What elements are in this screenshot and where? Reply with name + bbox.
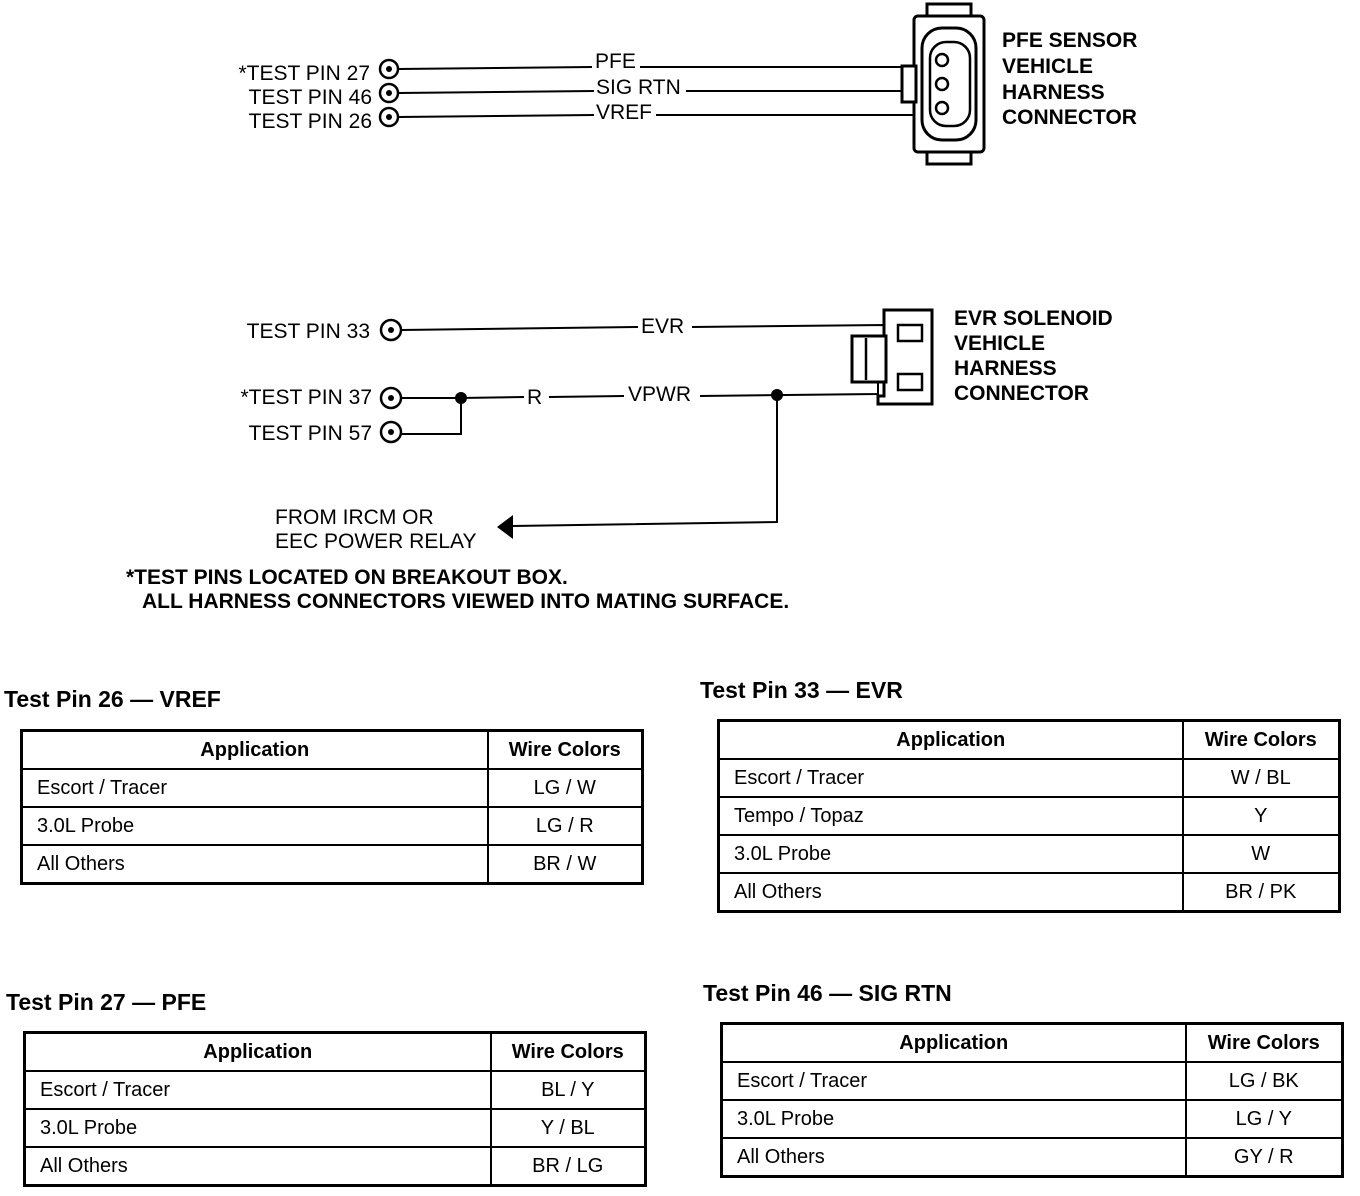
footnote-line-1: *TEST PINS LOCATED ON BREAKOUT BOX. (126, 566, 568, 589)
column-header-wire-colors: Wire Colors (489, 1031, 647, 1072)
wiring-diagram: *TEST PIN 27 TEST PIN 46 TEST PIN 26 PFE… (126, 2, 1137, 613)
table-row: Tempo / Topaz Y (717, 796, 1341, 836)
pfe-connector-label-4: CONNECTOR (1002, 106, 1137, 129)
table-header-row: Application Wire Colors (20, 729, 644, 770)
vpwr-wire-label: VPWR (628, 383, 691, 406)
table-header-row: Application Wire Colors (720, 1022, 1344, 1063)
vref-wire (397, 114, 922, 118)
application-cell: All Others (720, 1137, 1187, 1178)
wire-color-cell: Y / BL (489, 1108, 647, 1148)
table-row: 3.0L Probe W (717, 834, 1341, 874)
test-pin-33-label: TEST PIN 33 (247, 320, 370, 343)
sig-rtn-wire-label: SIG RTN (596, 76, 681, 99)
test-pin-37-terminal (379, 386, 403, 410)
table-row: 3.0L Probe LG / Y (720, 1099, 1344, 1139)
evr-connector-label-3: HARNESS (954, 357, 1057, 380)
application-cell: Escort / Tracer (23, 1070, 492, 1110)
test-pin-33-terminal (379, 318, 403, 342)
test-pin-26-label: TEST PIN 26 (249, 110, 372, 133)
application-cell: Escort / Tracer (720, 1061, 1187, 1101)
wire-color-cell: BR / PK (1181, 872, 1341, 913)
application-cell: All Others (23, 1146, 492, 1187)
wire-color-cell: W (1181, 834, 1341, 874)
table-row: All Others BR / LG (23, 1146, 647, 1187)
evr-connector-label-1: EVR SOLENOID (954, 307, 1113, 330)
table-row: Escort / Tracer LG / W (20, 768, 644, 808)
test-pin-37-label: *TEST PIN 37 (241, 386, 373, 409)
table-row: 3.0L Probe LG / R (20, 806, 644, 846)
table-title-pin-33: Test Pin 33 — EVR (700, 677, 903, 703)
table-row: 3.0L Probe Y / BL (23, 1108, 647, 1148)
application-cell: 3.0L Probe (717, 834, 1184, 874)
pfe-wire (397, 66, 922, 70)
table-title-pin-46: Test Pin 46 — SIG RTN (703, 980, 952, 1006)
pfe-connector-label-1: PFE SENSOR (1002, 29, 1137, 52)
application-cell: Escort / Tracer (717, 758, 1184, 798)
table-row: Escort / Tracer W / BL (717, 758, 1341, 798)
column-header-wire-colors: Wire Colors (1184, 1022, 1344, 1063)
test-pin-26-terminal (378, 106, 400, 128)
column-header-application: Application (23, 1031, 492, 1072)
wire-color-cell: LG / BK (1184, 1061, 1344, 1101)
column-header-application: Application (20, 729, 489, 770)
table-title-pin-27: Test Pin 27 — PFE (6, 989, 207, 1015)
application-cell: Tempo / Topaz (717, 796, 1184, 836)
power-source-label-1: FROM IRCM OR (275, 506, 434, 529)
table-row: All Others BR / W (20, 844, 644, 885)
pfe-connector-label-3: HARNESS (1002, 81, 1105, 104)
pfe-sensor-connector (900, 2, 986, 166)
vref-wire-label: VREF (596, 101, 652, 124)
application-cell: All Others (20, 844, 489, 885)
wire-color-table-pin-33: Application Wire Colors Escort / Tracer … (717, 719, 1341, 913)
table-row: Escort / Tracer BL / Y (23, 1070, 647, 1110)
wire-color-cell: BR / W (486, 844, 644, 885)
wire-color-table-pin-27: Application Wire Colors Escort / Tracer … (23, 1031, 647, 1187)
test-pin-46-label: TEST PIN 46 (249, 86, 372, 109)
evr-solenoid-connector (850, 308, 934, 406)
wire-color-cell: BL / Y (489, 1070, 647, 1110)
column-header-application: Application (720, 1022, 1187, 1063)
table-row: All Others BR / PK (717, 872, 1341, 913)
evr-wire-label: EVR (641, 315, 684, 338)
wire-color-cell: LG / R (486, 806, 644, 846)
power-source-label-2: EEC POWER RELAY (275, 530, 477, 553)
table-row: Escort / Tracer LG / BK (720, 1061, 1344, 1101)
test-pin-46-terminal (378, 82, 400, 104)
wire-color-cell: Y (1181, 796, 1341, 836)
pfe-connector-label-2: VEHICLE (1002, 55, 1093, 78)
wire-color-cell: BR / LG (489, 1146, 647, 1187)
pfe-wire-label: PFE (595, 50, 636, 73)
table-row: All Others GY / R (720, 1137, 1344, 1178)
footnote-line-2: ALL HARNESS CONNECTORS VIEWED INTO MATIN… (142, 590, 789, 613)
column-header-wire-colors: Wire Colors (1181, 719, 1341, 760)
wire-color-cell: LG / W (486, 768, 644, 808)
application-cell: 3.0L Probe (23, 1108, 492, 1148)
wire-color-table-pin-46: Application Wire Colors Escort / Tracer … (720, 1022, 1344, 1178)
pin-37-57-jumper (401, 397, 462, 435)
application-cell: 3.0L Probe (720, 1099, 1187, 1139)
r-wire-label: R (527, 386, 542, 409)
wire-color-cell: W / BL (1181, 758, 1341, 798)
sig-rtn-wire (397, 90, 922, 94)
table-header-row: Application Wire Colors (717, 719, 1341, 760)
evr-connector-label-4: CONNECTOR (954, 382, 1089, 405)
evr-connector-label-2: VEHICLE (954, 332, 1045, 355)
wire-color-cell: GY / R (1184, 1137, 1344, 1178)
arrow-left-icon (497, 515, 513, 539)
application-cell: Escort / Tracer (20, 768, 489, 808)
wire-color-table-pin-26: Application Wire Colors Escort / Tracer … (20, 729, 644, 885)
application-cell: 3.0L Probe (20, 806, 489, 846)
column-header-wire-colors: Wire Colors (486, 729, 644, 770)
test-pin-27-label: *TEST PIN 27 (239, 62, 371, 85)
test-pin-57-terminal (379, 420, 403, 444)
power-feed-wire (511, 395, 778, 527)
application-cell: All Others (717, 872, 1184, 913)
wire-color-cell: LG / Y (1184, 1099, 1344, 1139)
column-header-application: Application (717, 719, 1184, 760)
test-pin-57-label: TEST PIN 57 (249, 422, 372, 445)
test-pin-27-terminal (378, 58, 400, 80)
table-title-pin-26: Test Pin 26 — VREF (4, 686, 221, 712)
table-header-row: Application Wire Colors (23, 1031, 647, 1072)
